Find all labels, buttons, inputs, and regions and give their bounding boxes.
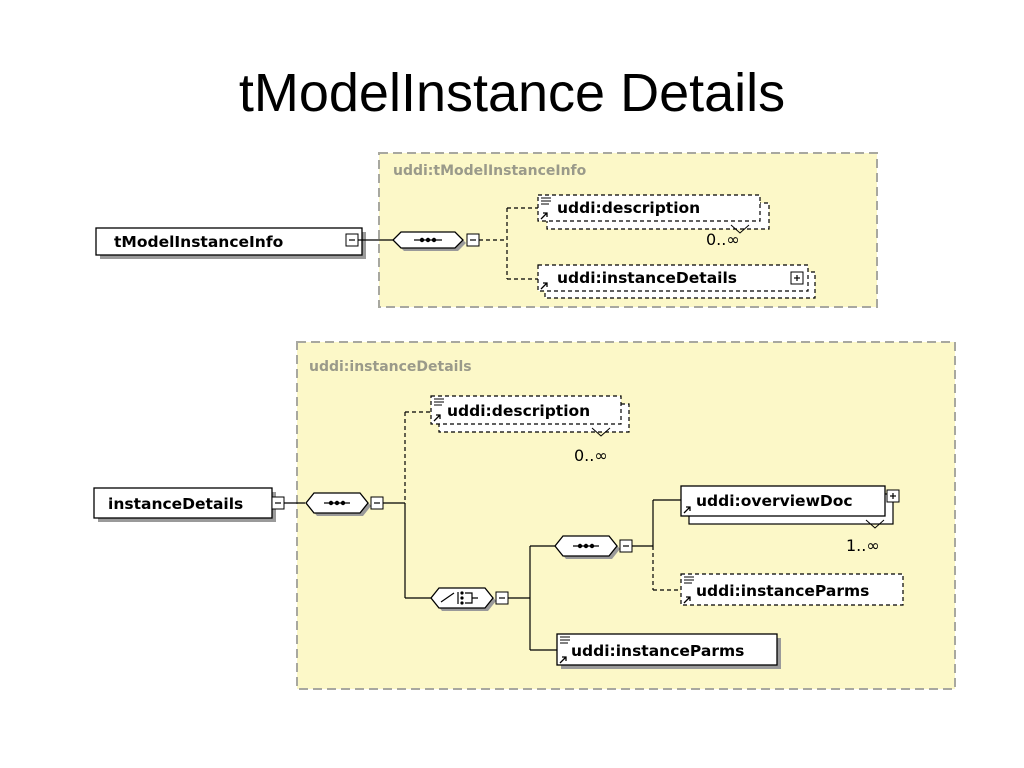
element-uddi-instanceparms-optional[interactable]: uddi:instanceParms (680, 573, 904, 606)
slide-title: tModelInstance Details (238, 63, 786, 123)
svg-text:uddi:description: uddi:description (447, 402, 590, 420)
collapse-icon[interactable] (619, 539, 633, 553)
reference-arrow-icon (683, 506, 691, 514)
documentation-icon (684, 576, 694, 584)
element-uddi-overviewdoc[interactable]: uddi:overviewDoc (680, 485, 894, 525)
element-tmodelinstanceinfo[interactable]: tModelInstanceInfo (95, 227, 366, 259)
documentation-icon (560, 636, 570, 644)
group-label-tmodelinstanceinfo: uddi:tModelInstanceInfo (393, 163, 587, 179)
cardinality-bracket (730, 224, 750, 234)
cardinality-bracket (865, 519, 885, 529)
collapse-icon[interactable] (466, 233, 480, 247)
svg-text:uddi:instanceDetails: uddi:instanceDetails (557, 269, 737, 287)
reference-arrow-icon (433, 414, 441, 422)
element-uddi-description[interactable]: uddi:description (537, 194, 770, 230)
cardinality-label: 0..∞ (574, 446, 608, 465)
sequence-compositor-icon[interactable] (554, 535, 620, 559)
group-label-instancedetails: uddi:instanceDetails (309, 359, 472, 375)
svg-text:tModelInstanceInfo: tModelInstanceInfo (114, 233, 283, 251)
element-uddi-instancedetails[interactable]: uddi:instanceDetails (537, 264, 816, 299)
collapse-icon[interactable] (495, 591, 509, 605)
cardinality-bracket (591, 427, 611, 437)
reference-arrow-icon (559, 656, 567, 664)
documentation-icon (541, 197, 551, 205)
reference-arrow-icon (540, 282, 548, 290)
element-instancedetails[interactable]: instanceDetails (93, 487, 276, 522)
collapse-icon[interactable] (370, 496, 384, 510)
cardinality-label: 1..∞ (846, 536, 880, 555)
svg-text:uddi:instanceParms: uddi:instanceParms (571, 642, 744, 660)
choice-compositor-icon[interactable] (430, 587, 496, 611)
cardinality-label: 0..∞ (706, 230, 740, 249)
collapse-icon[interactable] (345, 233, 359, 247)
reference-arrow-icon (540, 212, 548, 220)
expand-icon[interactable] (790, 271, 804, 285)
reference-arrow-icon (683, 596, 691, 604)
expand-icon[interactable] (886, 489, 900, 503)
sequence-compositor-icon[interactable] (392, 231, 466, 251)
svg-text:instanceDetails: instanceDetails (108, 495, 243, 513)
svg-text:uddi:instanceParms: uddi:instanceParms (696, 582, 869, 600)
sequence-compositor-icon[interactable] (305, 492, 371, 516)
diagram-instancedetails: uddi:instanceDetails instanceDetails (93, 341, 956, 690)
collapse-icon[interactable] (271, 496, 285, 510)
svg-text:uddi:overviewDoc: uddi:overviewDoc (696, 492, 853, 510)
element-uddi-instanceparms[interactable]: uddi:instanceParms (556, 633, 781, 669)
documentation-icon (434, 398, 444, 406)
diagram-tmodelinstanceinfo: uddi:tModelInstanceInfo tModelInstanceIn… (95, 152, 878, 308)
svg-text:uddi:description: uddi:description (557, 199, 700, 217)
element-uddi-description[interactable]: uddi:description (430, 395, 630, 433)
